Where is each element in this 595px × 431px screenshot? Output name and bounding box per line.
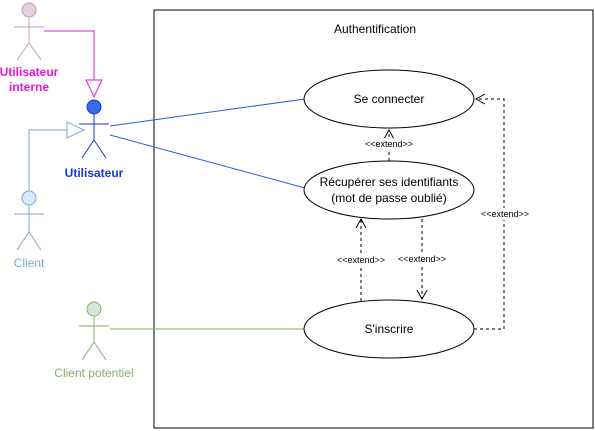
actor-client-label: Client [14,256,45,270]
actor-internal-user-label-2: interne [9,80,49,94]
extend-signup-recover-label: <<extend>> [337,255,385,265]
use-case-login-label: Se connecter [354,92,425,106]
actor-prospect-label: Client potentiel [54,366,133,380]
use-case-recover [303,160,475,220]
system-title: Authentification [334,22,416,36]
actor-client [14,190,44,251]
use-case-login [303,69,475,129]
actor-head [21,2,37,18]
generalization-internal-user [44,30,95,80]
use-case-recover-label-2: (mot de passe oublié) [331,191,446,205]
actor-head [86,99,102,115]
extend-recover-login-label: <<extend>> [365,139,413,149]
actor-internal-user-label-1: Utilisateur [0,65,59,79]
actor-head [86,301,102,317]
actor-user [79,99,109,159]
extend-recover-signup-label: <<extend>> [398,254,446,264]
extend-signup-login-label: <<extend>> [481,209,529,219]
actor-prospect [79,301,109,361]
association-user-login [109,98,306,127]
association-user-recover [109,134,306,189]
use-case-recover-label-1: Récupérer ses identifiants [320,175,459,189]
generalization-arrowhead-client [66,121,86,139]
generalization-arrowhead-internal [85,79,103,99]
actor-user-label: Utilisateur [65,166,124,180]
actor-internal-user [14,2,44,61]
actor-head [21,190,37,206]
generalization-client [28,129,67,192]
use-case-signup-label: S'inscrire [365,322,414,336]
